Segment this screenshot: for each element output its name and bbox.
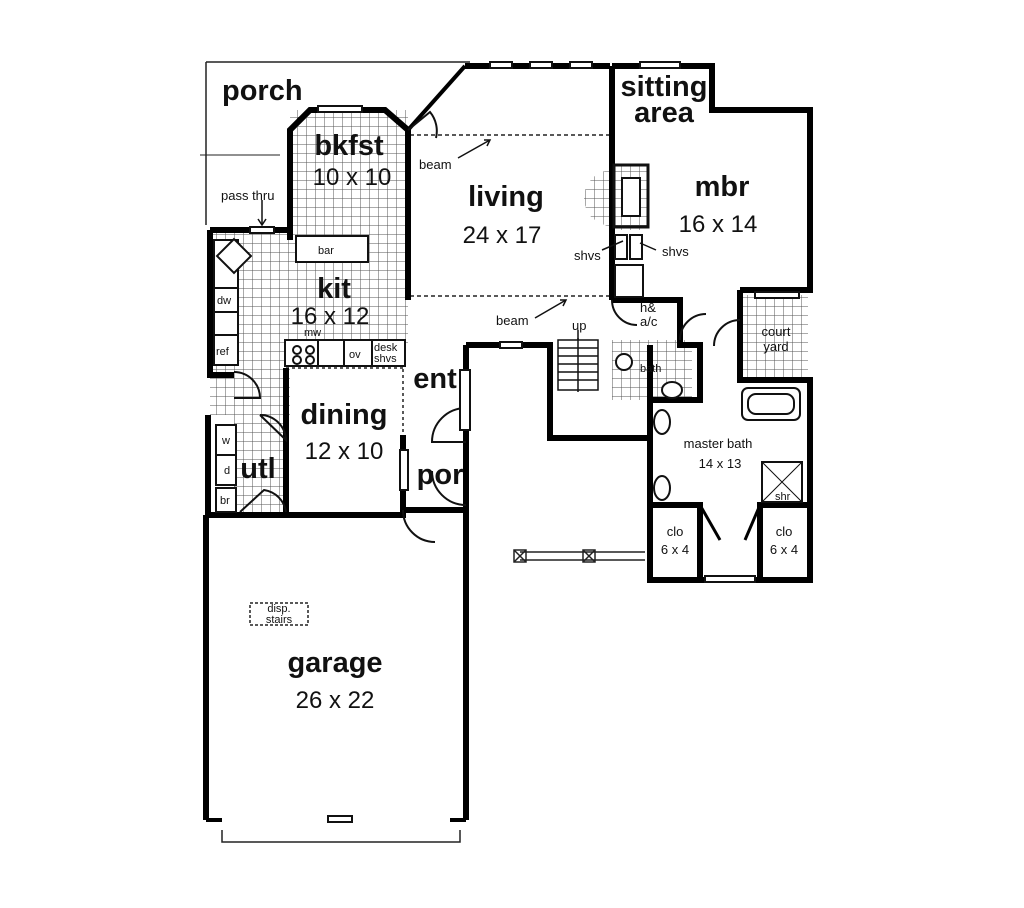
garage-side-walls — [203, 510, 469, 820]
living-label: living — [468, 181, 544, 213]
court-line2: yard — [763, 339, 788, 354]
vanity-sink — [653, 475, 671, 501]
patio-door — [407, 110, 438, 139]
ent-label: ent — [413, 363, 457, 395]
dryer — [215, 454, 237, 486]
living-diagonal-wall — [406, 64, 467, 132]
disp-stairs-line1: disp. — [267, 603, 290, 615]
stairs — [557, 338, 599, 392]
disp-stairs-line2: stairs — [266, 614, 293, 626]
court-yard-tile-floor — [740, 295, 808, 380]
hearth-tile — [584, 170, 612, 226]
arrows — [257, 139, 657, 340]
mw-label: mw — [304, 327, 321, 339]
kitchen-west-wall — [207, 230, 234, 378]
toilet — [653, 409, 671, 435]
bath-door — [679, 313, 707, 341]
porch-outline — [205, 61, 470, 225]
mbr-outer-wall — [612, 63, 813, 293]
broom-label: br — [220, 495, 230, 507]
garage-label: garage — [287, 647, 382, 679]
walls — [203, 63, 813, 822]
up-label: up — [572, 318, 586, 333]
porch-label: porch — [222, 75, 303, 107]
dining-size: 12 x 10 — [305, 438, 384, 465]
master-bath-size: 14 x 13 — [699, 456, 742, 471]
living-size: 24 x 17 — [463, 222, 542, 249]
court-line1: court — [762, 324, 791, 339]
porch-door — [431, 470, 467, 506]
washer-label: w — [221, 435, 230, 447]
labels: porch bkfst 10 x 10 living 24 x 17 sitti… — [216, 71, 798, 714]
garage-door — [402, 509, 436, 543]
dining-label: dining — [301, 399, 388, 431]
sink — [215, 237, 253, 275]
por-label: por — [417, 459, 464, 491]
court-door — [713, 319, 741, 347]
shelves-right — [629, 234, 643, 260]
kitchen-bar — [295, 235, 369, 263]
dw-label: dw — [217, 295, 231, 307]
shvs-left-label: shvs — [574, 248, 601, 263]
clo-left-size: 6 x 4 — [661, 542, 689, 557]
broom-closet — [215, 487, 237, 513]
master-bath-label: master bath — [684, 436, 753, 451]
beam-top-label: beam — [419, 157, 452, 172]
kit-size: 16 x 12 — [291, 303, 370, 330]
pass-thru-label: pass thru — [221, 188, 274, 203]
bar-label: bar — [318, 245, 334, 257]
mbr-size: 16 x 14 — [679, 211, 758, 238]
ov-label: ov — [349, 349, 361, 361]
clo-right-size: 6 x 4 — [770, 542, 798, 557]
bkfst-label: bkfst — [314, 130, 384, 162]
windows — [249, 61, 800, 823]
pantry-door — [233, 371, 262, 399]
hvac-closet — [614, 264, 644, 298]
hvac-line2: a/c — [640, 314, 658, 329]
clo-right-label: clo — [776, 524, 793, 539]
bath-label: bath — [640, 363, 661, 375]
bathtub — [741, 387, 801, 421]
hvac-line1: h& — [640, 300, 656, 315]
shelves-left — [614, 234, 628, 260]
shvs-right-label: shvs — [662, 244, 689, 259]
desk-line1: desk — [374, 342, 398, 354]
fixtures — [213, 163, 803, 513]
utl-label: utl — [240, 453, 275, 485]
garage-size: 26 x 22 — [296, 687, 375, 714]
garage-apron — [221, 830, 461, 843]
shower-label: shr — [775, 491, 791, 503]
clo-left-label: clo — [667, 524, 684, 539]
utility-wall — [205, 368, 289, 518]
bkfst-kit-tile-floor — [290, 110, 408, 345]
beam-bottom-label: beam — [496, 313, 529, 328]
mbr-label: mbr — [695, 171, 750, 203]
utility-door — [239, 488, 287, 513]
fireplace — [612, 163, 650, 229]
sitting-line2: area — [634, 97, 695, 129]
desk-line2: shvs — [374, 353, 397, 365]
refrigerator — [213, 334, 239, 366]
dishwasher — [213, 287, 239, 313]
sitting-line1: sitting — [621, 71, 708, 103]
kit-label: kit — [317, 273, 351, 305]
bkfst-size: 10 x 10 — [313, 164, 392, 191]
bath-wall — [612, 297, 703, 403]
dryer-label: d — [224, 465, 230, 477]
master-bath-wall — [647, 290, 813, 583]
ref-label: ref — [216, 346, 230, 358]
